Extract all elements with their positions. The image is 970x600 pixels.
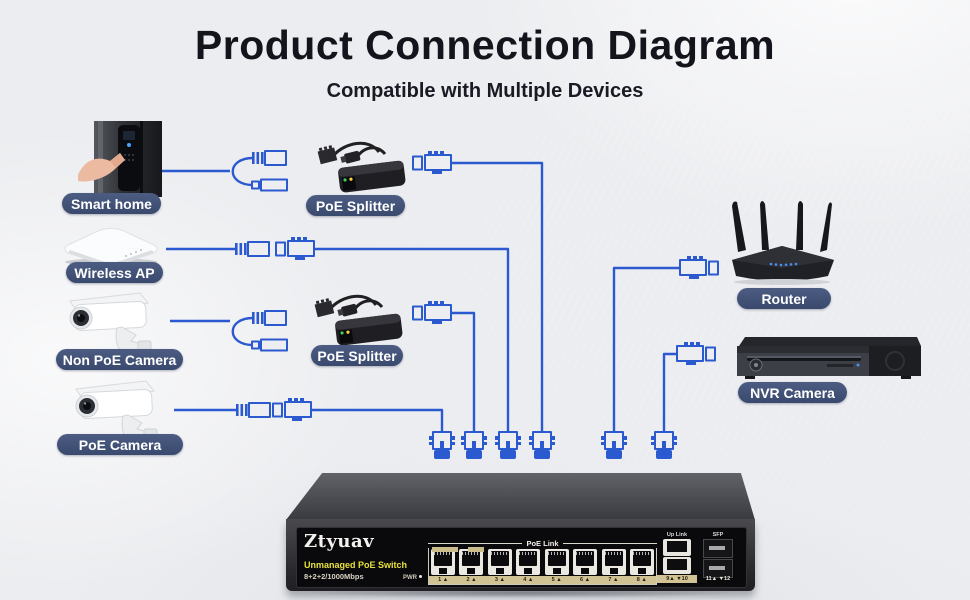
rj45-plug-icon bbox=[275, 236, 315, 261]
dc-connector-icon bbox=[234, 241, 270, 257]
dc-connector-icon bbox=[235, 402, 271, 418]
wireless-ap-label: Wireless AP bbox=[66, 262, 163, 283]
poe-splitter-top-image bbox=[303, 136, 409, 198]
switch-top-face bbox=[286, 473, 755, 520]
port-number: 4 ▲ bbox=[523, 577, 534, 583]
sfp-label: SFP bbox=[712, 532, 724, 538]
rj45-down-plug-icon bbox=[460, 431, 488, 460]
poe-camera-image bbox=[70, 379, 174, 442]
rj45-port bbox=[544, 549, 569, 575]
wireless-ap-cable bbox=[166, 236, 510, 434]
wireless-ap-image bbox=[60, 224, 162, 266]
rj45-plug-icon bbox=[679, 255, 719, 280]
router-label: Router bbox=[737, 288, 831, 309]
rj45-plug-icon bbox=[676, 341, 716, 366]
port-number: 7 ▲ bbox=[608, 577, 619, 583]
page-title: Product Connection Diagram bbox=[194, 22, 776, 68]
switch-front-panel: Ztyuav Unmanaged PoE Switch 8+2+2/1000Mb… bbox=[296, 527, 747, 588]
rj45-down-plug-icon bbox=[528, 431, 556, 460]
poe-splitter-bottom-label: PoE Splitter bbox=[311, 345, 403, 366]
led-legend-chip bbox=[468, 547, 484, 552]
poe-camera-cable bbox=[174, 397, 444, 434]
port-number: 8 ▲ bbox=[636, 577, 647, 583]
poe-link-label: PoE Link bbox=[526, 539, 559, 548]
smart-home-cable bbox=[162, 150, 544, 434]
port-number: 2 ▲ bbox=[466, 577, 477, 583]
rj45-plug-icon bbox=[412, 150, 452, 175]
switch-model-name: Unmanaged PoE Switch bbox=[304, 560, 408, 570]
uplink-label: Up Link bbox=[666, 532, 688, 538]
poe-camera-label: PoE Camera bbox=[57, 434, 183, 455]
non-poe-camera-cable bbox=[170, 300, 476, 434]
rj45-plug-icon bbox=[272, 397, 312, 422]
non-poe-camera-image bbox=[64, 291, 168, 354]
router-cable bbox=[612, 255, 719, 434]
rj45-down-plug-icon bbox=[600, 431, 628, 460]
rj45-plug-icon bbox=[412, 300, 452, 325]
rj45-port bbox=[629, 549, 654, 575]
rj45-port bbox=[431, 549, 455, 575]
sfp-slot bbox=[703, 559, 733, 578]
router-image bbox=[724, 196, 840, 288]
switch-model-spec: 8+2+2/1000Mbps bbox=[304, 572, 364, 581]
poe-port-box: 1 ▲ 2 ▲ 3 ▲ 4 ▲ 5 ▲ 6 ▲ 7 ▲ 8 ▲ bbox=[428, 548, 657, 585]
port-number: 5 ▲ bbox=[551, 577, 562, 583]
nvr-label: NVR Camera bbox=[738, 382, 847, 403]
sfp-slot bbox=[703, 539, 733, 558]
led-legend-chip bbox=[432, 547, 458, 552]
uplink-port bbox=[663, 557, 691, 574]
smart-home-image bbox=[78, 121, 162, 197]
uplink-block: Up Link bbox=[659, 532, 695, 575]
port-number: 6 ▲ bbox=[580, 577, 591, 583]
rj45-port bbox=[459, 549, 484, 575]
sfp-port-numbers: 11▲ ▼12 bbox=[705, 576, 731, 582]
sfp-block: SFP bbox=[701, 532, 735, 579]
rj45-down-plug-icon bbox=[650, 431, 678, 460]
poe-splitter-top-label: PoE Splitter bbox=[306, 195, 405, 216]
poe-link-header: PoE Link bbox=[428, 539, 657, 548]
dc-connector-icon bbox=[251, 310, 287, 326]
smart-home-label: Smart home bbox=[62, 193, 161, 214]
poe-port-block: PoE Link 1 ▲ bbox=[428, 539, 657, 585]
poe-splitter-bottom-image bbox=[300, 289, 406, 351]
dc-jack-icon bbox=[251, 178, 288, 192]
nvr-cable bbox=[662, 341, 716, 434]
dc-connector-icon bbox=[251, 150, 287, 166]
switch-brand: Ztyuav bbox=[304, 531, 375, 552]
rj45-port bbox=[573, 549, 598, 575]
switch-shadow bbox=[300, 588, 740, 598]
port-number: 1 ▲ bbox=[438, 577, 449, 583]
rj45-port bbox=[487, 549, 512, 575]
rj45-down-plug-icon bbox=[494, 431, 522, 460]
switch-drop-plugs bbox=[428, 431, 678, 460]
port-number-strip: 1 ▲ 2 ▲ 3 ▲ 4 ▲ 5 ▲ 6 ▲ 7 ▲ 8 ▲ bbox=[429, 576, 656, 584]
nvr-image bbox=[731, 335, 923, 383]
rj45-port bbox=[601, 549, 626, 575]
non-poe-camera-label: Non PoE Camera bbox=[56, 349, 183, 370]
poe-switch: Ztyuav Unmanaged PoE Switch 8+2+2/1000Mb… bbox=[286, 519, 755, 591]
dc-jack-icon bbox=[251, 338, 288, 352]
page-subtitle: Compatible with Multiple Devices bbox=[326, 80, 644, 102]
rj45-down-plug-icon bbox=[428, 431, 456, 460]
uplink-port bbox=[663, 539, 691, 556]
uplink-port-numbers: 9▲ ▼10 bbox=[657, 575, 697, 583]
port-number: 3 ▲ bbox=[494, 577, 505, 583]
poe-ports-row bbox=[429, 548, 656, 576]
rj45-port bbox=[516, 549, 541, 575]
switch-pwr-led-label: PWR bbox=[403, 575, 422, 581]
